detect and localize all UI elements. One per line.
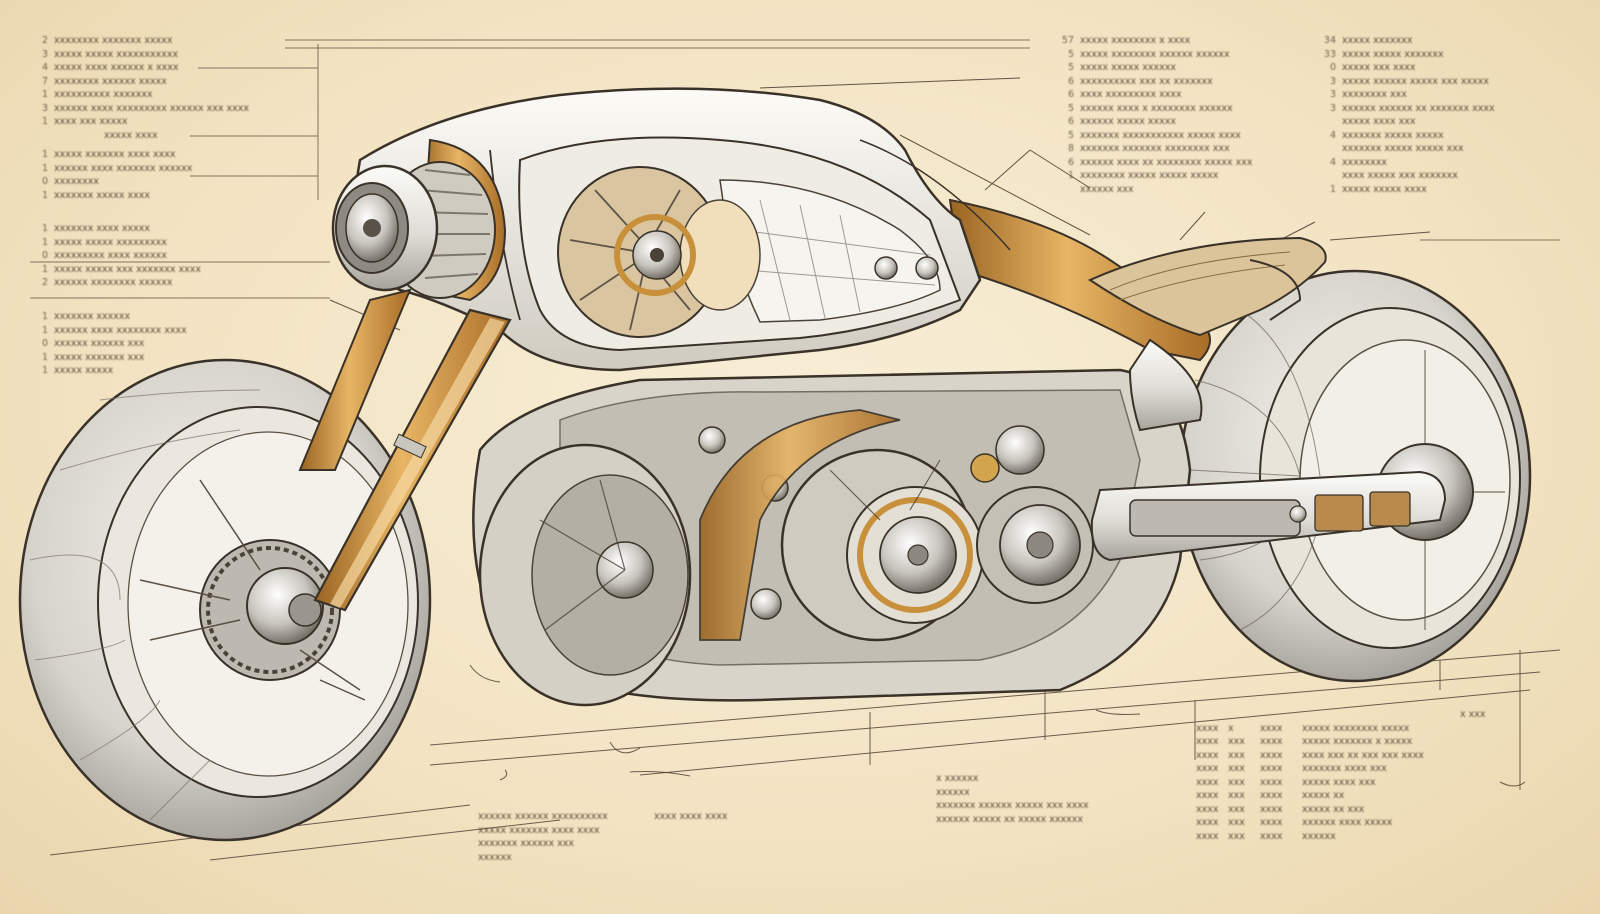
header-rules xyxy=(30,39,1560,299)
front-wheel xyxy=(18,358,432,842)
engine-block xyxy=(472,368,1192,707)
rear-frame xyxy=(948,198,1327,432)
swingarm xyxy=(1090,470,1447,562)
fuel-tank-fairing xyxy=(348,87,1011,372)
callout-marks xyxy=(469,664,1526,787)
headlight-assembly xyxy=(331,138,507,302)
annotation-block-bottom-mid: x xxxxxx xxxxxx xxxxxxx xxxxxx xxxxx xxx… xyxy=(936,773,1089,825)
front-fork xyxy=(298,288,512,612)
